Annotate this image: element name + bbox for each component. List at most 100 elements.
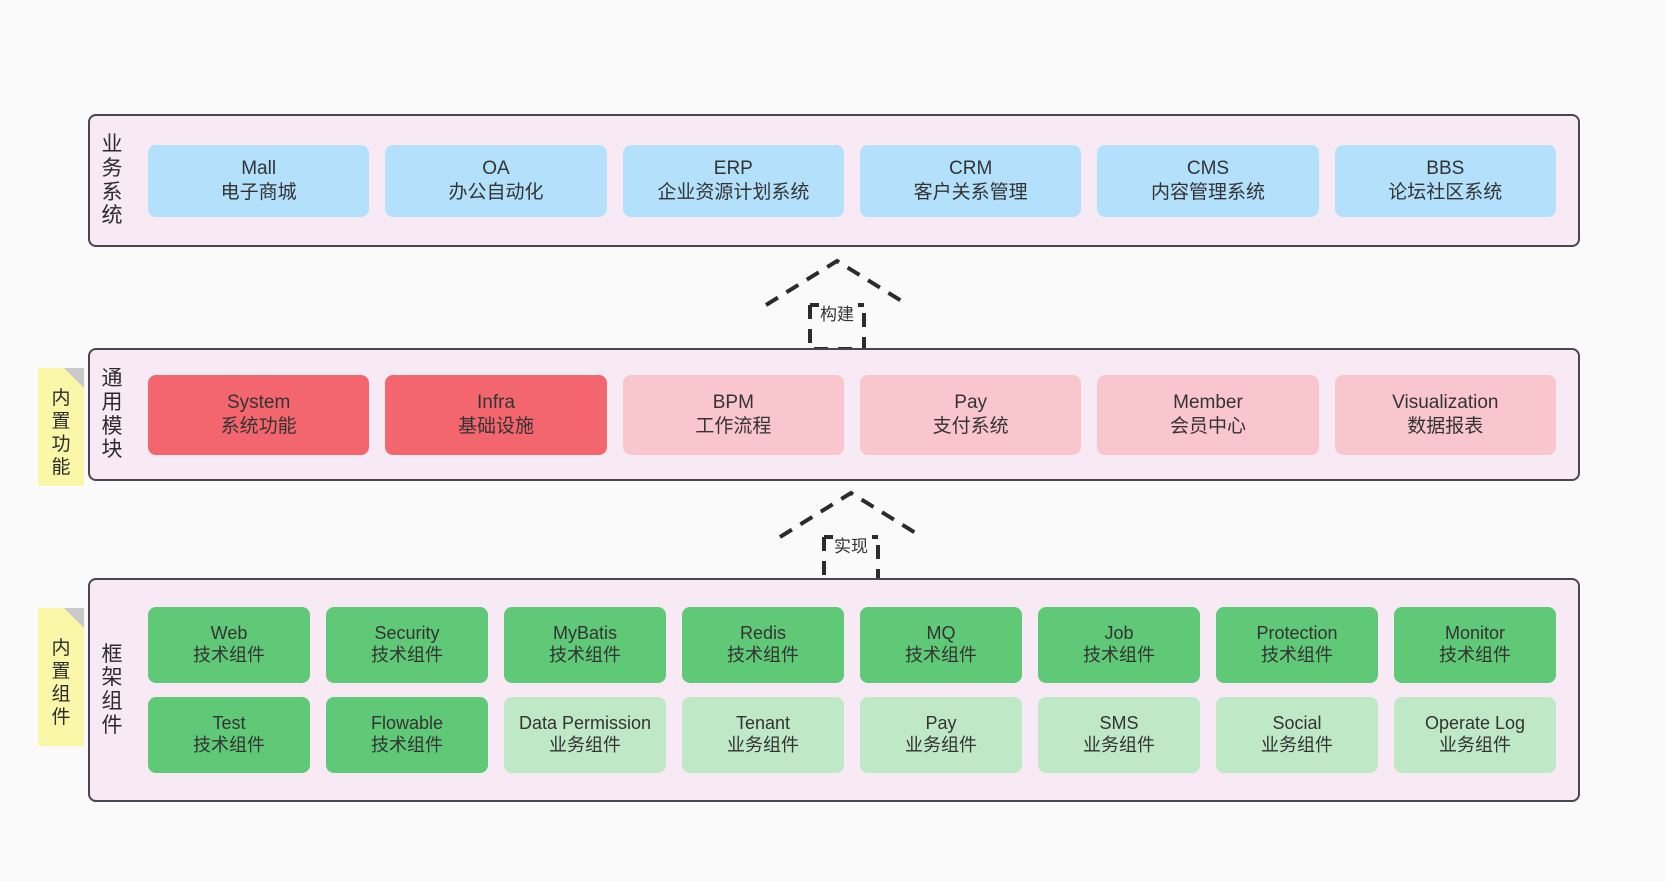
layer-label-char: 统 <box>101 204 123 228</box>
component-card-subtitle: 业务组件 <box>1261 735 1333 755</box>
module-card-visualization[interactable]: Visualization 数据报表 <box>1334 374 1556 455</box>
note-char: 件 <box>51 706 71 728</box>
layer-label-business-system: 业 务 系 统 <box>90 116 134 245</box>
note-char: 置 <box>51 661 71 683</box>
note-char: 组 <box>51 684 71 705</box>
module-card-title: Pay <box>954 392 988 414</box>
component-card-subtitle: 技术组件 <box>193 735 265 755</box>
note-char: 内 <box>51 638 71 660</box>
component-card-data-permission[interactable]: Data Permission 业务组件 <box>504 697 666 773</box>
component-card-title: SMS <box>1099 713 1139 734</box>
component-card-subtitle: 业务组件 <box>905 735 977 755</box>
module-card-subtitle: 内容管理系统 <box>1150 181 1265 203</box>
component-card-subtitle: 技术组件 <box>1083 645 1155 665</box>
implement-arrow: 实现 <box>776 487 926 583</box>
component-card-title: Pay <box>925 713 957 734</box>
module-card-crm[interactable]: CRM 客户关系管理 <box>859 144 1082 217</box>
layer-label-char: 框 <box>101 642 123 666</box>
module-card-mall[interactable]: Mall 电子商城 <box>148 144 370 217</box>
module-card-title: BBS <box>1426 158 1465 180</box>
component-card-title: Monitor <box>1444 623 1506 644</box>
note-builtin-components: 内 置 组 件 <box>38 608 84 746</box>
module-row: System 系统功能 Infra 基础设施 BPM 工作流程 Pay 支付系统… <box>140 374 1564 455</box>
component-card-flowable[interactable]: Flowable 技术组件 <box>326 697 488 773</box>
module-card-erp[interactable]: ERP 企业资源计划系统 <box>622 144 844 217</box>
component-card-protection[interactable]: Protection 技术组件 <box>1216 607 1378 683</box>
component-card-operate-log[interactable]: Operate Log 业务组件 <box>1394 697 1556 773</box>
component-card-subtitle: 业务组件 <box>727 735 799 755</box>
component-card-subtitle: 技术组件 <box>371 645 443 665</box>
component-card-subtitle: 技术组件 <box>371 735 443 755</box>
module-card-subtitle: 基础设施 <box>457 415 534 437</box>
module-card-oa[interactable]: OA 办公自动化 <box>385 144 607 217</box>
module-card-subtitle: 办公自动化 <box>448 181 544 203</box>
component-card-subtitle: 业务组件 <box>549 735 621 755</box>
module-card-title: CRM <box>949 158 993 180</box>
implement-arrow-label: 实现 <box>833 532 869 557</box>
layer-business-system: 业 务 系 统 Mall 电子商城 OA 办公自动化 ERP 企业资源计划系统 … <box>88 114 1580 247</box>
module-card-title: Infra <box>476 392 515 414</box>
module-card-infra[interactable]: Infra 基础设施 <box>385 374 607 455</box>
note-char: 内 <box>51 388 71 410</box>
module-card-system[interactable]: System 系统功能 <box>148 374 370 455</box>
module-card-subtitle: 工作流程 <box>695 415 772 437</box>
layer-label-char: 模 <box>101 414 123 438</box>
note-fold-corner-icon <box>64 608 84 628</box>
component-card-monitor[interactable]: Monitor 技术组件 <box>1394 607 1556 683</box>
module-card-title: System <box>226 392 291 414</box>
component-card-mq[interactable]: MQ 技术组件 <box>860 607 1022 683</box>
module-card-subtitle: 系统功能 <box>220 415 297 437</box>
module-card-subtitle: 企业资源计划系统 <box>657 181 810 203</box>
module-card-title: Visualization <box>1392 392 1499 414</box>
component-card-title: MQ <box>926 623 956 644</box>
layer-framework-components: 框 架 组 件 Web 技术组件 Security 技术组件 MyBatis 技… <box>88 578 1580 802</box>
component-card-subtitle: 技术组件 <box>549 645 621 665</box>
component-card-social[interactable]: Social 业务组件 <box>1216 697 1378 773</box>
module-card-subtitle: 电子商城 <box>220 181 297 203</box>
layer-label-common-modules: 通 用 模 块 <box>90 350 134 479</box>
module-card-title: Mall <box>241 158 277 180</box>
module-card-bpm[interactable]: BPM 工作流程 <box>622 374 844 455</box>
module-card-cms[interactable]: CMS 内容管理系统 <box>1097 144 1319 217</box>
layer-label-char: 件 <box>101 713 123 737</box>
component-card-subtitle: 业务组件 <box>1439 735 1511 755</box>
component-card-web[interactable]: Web 技术组件 <box>148 607 310 683</box>
component-card-mybatis[interactable]: MyBatis 技术组件 <box>504 607 666 683</box>
component-card-security[interactable]: Security 技术组件 <box>326 607 488 683</box>
module-card-pay[interactable]: Pay 支付系统 <box>859 374 1082 455</box>
note-char: 置 <box>51 411 71 433</box>
layer-label-char: 组 <box>101 690 123 713</box>
module-card-title: BPM <box>712 392 754 414</box>
layer-body-framework-components: Web 技术组件 Security 技术组件 MyBatis 技术组件 Redi… <box>134 580 1578 800</box>
module-card-subtitle: 论坛社区系统 <box>1388 181 1503 203</box>
component-row-business: Test 技术组件 Flowable 技术组件 Data Permission … <box>140 697 1564 773</box>
module-card-subtitle: 支付系统 <box>932 415 1009 437</box>
component-card-subtitle: 技术组件 <box>193 645 265 665</box>
component-card-title: Protection <box>1256 623 1338 644</box>
layer-body-common-modules: System 系统功能 Infra 基础设施 BPM 工作流程 Pay 支付系统… <box>134 350 1578 479</box>
module-card-member[interactable]: Member 会员中心 <box>1097 374 1319 455</box>
component-card-title: Operate Log <box>1424 713 1526 734</box>
component-card-title: Web <box>210 623 248 644</box>
component-card-job[interactable]: Job 技术组件 <box>1038 607 1200 683</box>
component-card-redis[interactable]: Redis 技术组件 <box>682 607 844 683</box>
layer-label-char: 通 <box>101 367 123 391</box>
module-card-title: ERP <box>713 158 753 180</box>
component-card-subtitle: 技术组件 <box>1439 645 1511 665</box>
layer-label-framework-components: 框 架 组 件 <box>90 580 134 800</box>
component-card-title: Data Permission <box>518 713 652 734</box>
module-card-title: CMS <box>1186 158 1230 180</box>
module-card-subtitle: 数据报表 <box>1407 415 1484 437</box>
component-card-tenant[interactable]: Tenant 业务组件 <box>682 697 844 773</box>
component-card-subtitle: 业务组件 <box>1083 735 1155 755</box>
component-card-pay[interactable]: Pay 业务组件 <box>860 697 1022 773</box>
component-card-test[interactable]: Test 技术组件 <box>148 697 310 773</box>
module-card-title: OA <box>482 158 510 180</box>
module-card-subtitle: 会员中心 <box>1169 415 1246 437</box>
note-fold-corner-icon <box>64 368 84 388</box>
build-arrow: 构建 <box>762 255 912 351</box>
layer-common-modules: 通 用 模 块 System 系统功能 Infra 基础设施 BPM 工作流程 … <box>88 348 1580 481</box>
layer-label-char: 架 <box>101 666 123 690</box>
component-card-sms[interactable]: SMS 业务组件 <box>1038 697 1200 773</box>
module-card-bbs[interactable]: BBS 论坛社区系统 <box>1334 144 1556 217</box>
